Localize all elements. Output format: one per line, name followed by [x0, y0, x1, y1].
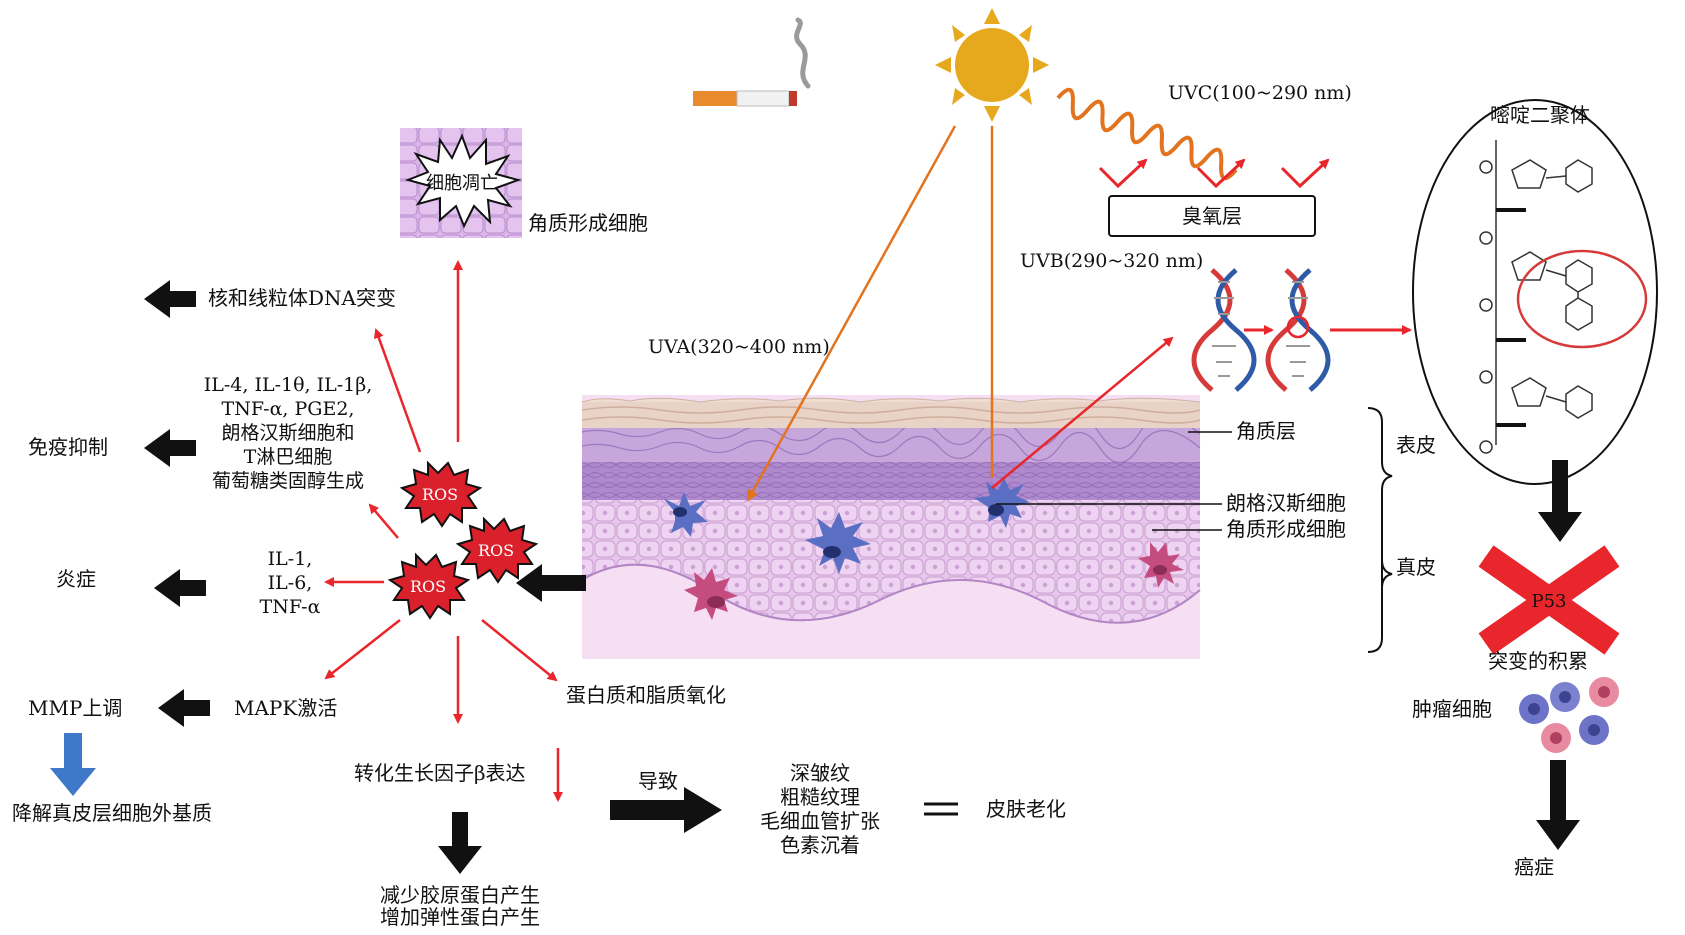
ros-arrows: [324, 260, 563, 802]
right-black-arrows: [1536, 460, 1582, 850]
ros-burst-1: [399, 460, 483, 528]
immune-cause-line-4: T淋巴细胞: [243, 446, 333, 468]
epidermis-brace: [1367, 407, 1393, 520]
inflammation-label: 炎症: [56, 567, 96, 591]
damaged-dna-helix-icon: [1265, 268, 1331, 392]
pyrimidine-dimer-label: 嘧啶二聚体: [1490, 103, 1590, 127]
collagen-line-1: 减少胶原蛋白产生: [380, 883, 540, 907]
basal-layer: [582, 460, 1200, 500]
epidermis-label: 表皮: [1396, 433, 1436, 457]
uvc-label: UVC(100~290 nm): [1168, 82, 1352, 104]
ros-burst-2: [455, 516, 539, 584]
skin-aging-label: 皮肤老化: [986, 797, 1066, 821]
mmp-label: MMP上调: [28, 696, 123, 720]
aging-sign-2: 粗糙纹理: [780, 785, 860, 809]
dna-helix-icon: [1191, 268, 1257, 392]
apoptosis-caption: 角质形成细胞: [528, 211, 648, 235]
ros-label-2: ROS: [477, 541, 515, 560]
aging-sign-4: 色素沉着: [780, 833, 860, 857]
tgf-label: 转化生长因子β表达: [354, 761, 526, 785]
apoptosis-label: 细胞凋亡: [426, 173, 498, 194]
collagen-line-2: 增加弹性蛋白产生: [380, 905, 540, 929]
mutation-accumulation-label: 突变的积累: [1488, 649, 1588, 673]
langerhans-cell: [974, 478, 1030, 528]
tumor-cells-icon: [1519, 677, 1619, 753]
inflammation-cause-line-3: TNF-α: [259, 596, 321, 618]
cancer-label: 癌症: [1514, 855, 1554, 879]
left-black-arrows: [144, 280, 722, 874]
uvb-dna-arrow: [991, 336, 1174, 489]
ecm-degradation-label: 降解真皮层细胞外基质: [12, 801, 212, 825]
ros-burst-3: [387, 552, 471, 620]
leads-to-arrow: [610, 787, 722, 833]
oxidation-label: 蛋白质和脂质氧化: [566, 683, 726, 707]
apoptosis-panel: [400, 128, 522, 238]
dermis-label: 真皮: [1396, 555, 1436, 579]
pyrimidine-dimer-structure: [1412, 99, 1658, 485]
dermis-brace: [1367, 520, 1383, 653]
langerhans-cell: [805, 512, 871, 574]
immune-cause-line-1: IL-4, IL-1θ, IL-1β,: [203, 374, 373, 396]
aging-sign-3: 毛细血管扩张: [760, 809, 880, 833]
langerhans-label: 朗格汉斯细胞: [1226, 491, 1346, 515]
immune-suppression-label: 免疫抑制: [28, 435, 108, 459]
cigarette-icon: [693, 17, 811, 107]
down-arrow-to-cancer: [1536, 760, 1580, 850]
leads-to-label: 导致: [638, 769, 678, 793]
immune-cause-line-3: 朗格汉斯细胞和: [221, 422, 355, 444]
stratum-corneum-layer: [582, 402, 1200, 428]
sun-icon: [935, 8, 1049, 122]
aging-sign-1: 深皱纹: [790, 761, 850, 785]
blue-down-arrow: [50, 733, 96, 796]
apoptotic-keratinocyte: [1138, 542, 1184, 588]
uva-label: UVA(320~400 nm): [648, 336, 830, 358]
p53-label: P53: [1531, 591, 1567, 612]
apoptotic-keratinocyte: [684, 568, 738, 620]
immune-cause-line-5: 葡萄糖类固醇生成: [211, 470, 364, 492]
keratinocyte-label: 角质形成细胞: [1226, 517, 1346, 541]
uva-ray: [746, 125, 957, 502]
mapk-label: MAPK激活: [234, 696, 338, 720]
down-arrow-to-p53: [1538, 460, 1582, 542]
skin-section: [581, 395, 1201, 659]
skin-to-ros-arrow: [516, 564, 586, 602]
inflammation-cause-line-2: IL-6,: [267, 572, 313, 594]
p53-blocked-icon: [1478, 545, 1620, 655]
equals-sign: [924, 802, 958, 816]
tumor-cells-label: 肿瘤细胞: [1412, 697, 1492, 721]
ros-label-3: ROS: [409, 577, 447, 596]
uvc-wave: [1056, 87, 1238, 181]
immune-cause-line-2: TNF-α, PGE2,: [221, 398, 355, 420]
langerhans-cell: [663, 492, 708, 537]
ozone-reflections: [1098, 158, 1330, 189]
stratum-corneum-label: 角质层: [1236, 419, 1296, 443]
ros-label-1: ROS: [421, 485, 459, 504]
dna-mutation-label: 核和线粒体DNA突变: [208, 286, 396, 310]
inflammation-cause-line-1: IL-1,: [267, 548, 313, 570]
uvb-label: UVB(290~320 nm): [1020, 250, 1204, 272]
ozone-layer-box: 臭氧层: [1108, 195, 1316, 237]
